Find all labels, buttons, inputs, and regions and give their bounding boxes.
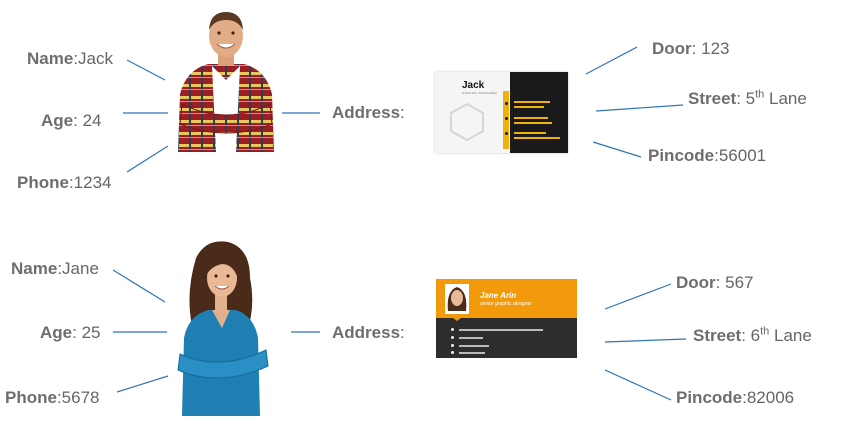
connector-jack-phone <box>126 145 169 173</box>
connector-jane-street <box>604 338 687 343</box>
jane-phone-label: Phone:5678 <box>5 388 100 407</box>
connector-jack-name <box>126 59 166 81</box>
jane-card-name: Jane Arin <box>480 291 517 300</box>
jack-card-role: GRAPHIC DESIGNER <box>462 91 497 95</box>
jane-address-label: Address: <box>332 323 405 342</box>
connector-jack-pincode <box>592 141 642 158</box>
jane-card-avatar <box>444 284 470 321</box>
jack-door-label: Door: 123 <box>652 39 730 58</box>
jack-street-label: Street: 5th Lane <box>688 88 807 108</box>
connector-jane-name <box>112 269 166 303</box>
jack-card-accent-strip <box>503 91 509 149</box>
jack-business-card: Jack GRAPHIC DESIGNER <box>435 72 568 153</box>
jack-card-dark-panel <box>510 72 568 153</box>
jack-address-label: Address: <box>332 103 405 122</box>
jane-street-label: Street: 6th Lane <box>693 325 812 345</box>
phone-icon <box>451 336 454 339</box>
jack-age-label: Age: 24 <box>41 111 102 130</box>
jack-pincode-label: Pincode:56001 <box>648 146 767 165</box>
jack-card-name: Jack <box>462 80 485 91</box>
mail-icon <box>451 344 454 347</box>
hexagon-logo-icon <box>450 102 484 142</box>
connector-jane-door <box>604 283 672 310</box>
jack-phone-label: Phone:1234 <box>17 173 112 192</box>
jack-photo <box>178 12 274 152</box>
location-icon <box>451 328 454 331</box>
location-icon <box>505 132 508 135</box>
jane-photo <box>177 241 269 416</box>
jane-name-label: Name:Jane <box>11 259 99 278</box>
connector-jane-phone <box>116 375 169 393</box>
jane-pincode-label: Pincode:82006 <box>676 388 795 407</box>
connector-jane-pincode <box>604 369 672 401</box>
mail-icon <box>505 117 508 120</box>
jane-card-role: senior graphic designer <box>480 301 532 307</box>
phone-icon <box>505 102 508 105</box>
jane-door-label: Door: 567 <box>676 273 754 292</box>
web-icon <box>451 351 454 354</box>
jane-age-label: Age: 25 <box>40 323 101 342</box>
connector-jack-door <box>585 46 638 75</box>
jack-name-label: Name:Jack <box>27 49 113 68</box>
jane-business-card: Jane Arin senior graphic designer <box>436 279 577 358</box>
connector-jack-street <box>595 104 684 112</box>
